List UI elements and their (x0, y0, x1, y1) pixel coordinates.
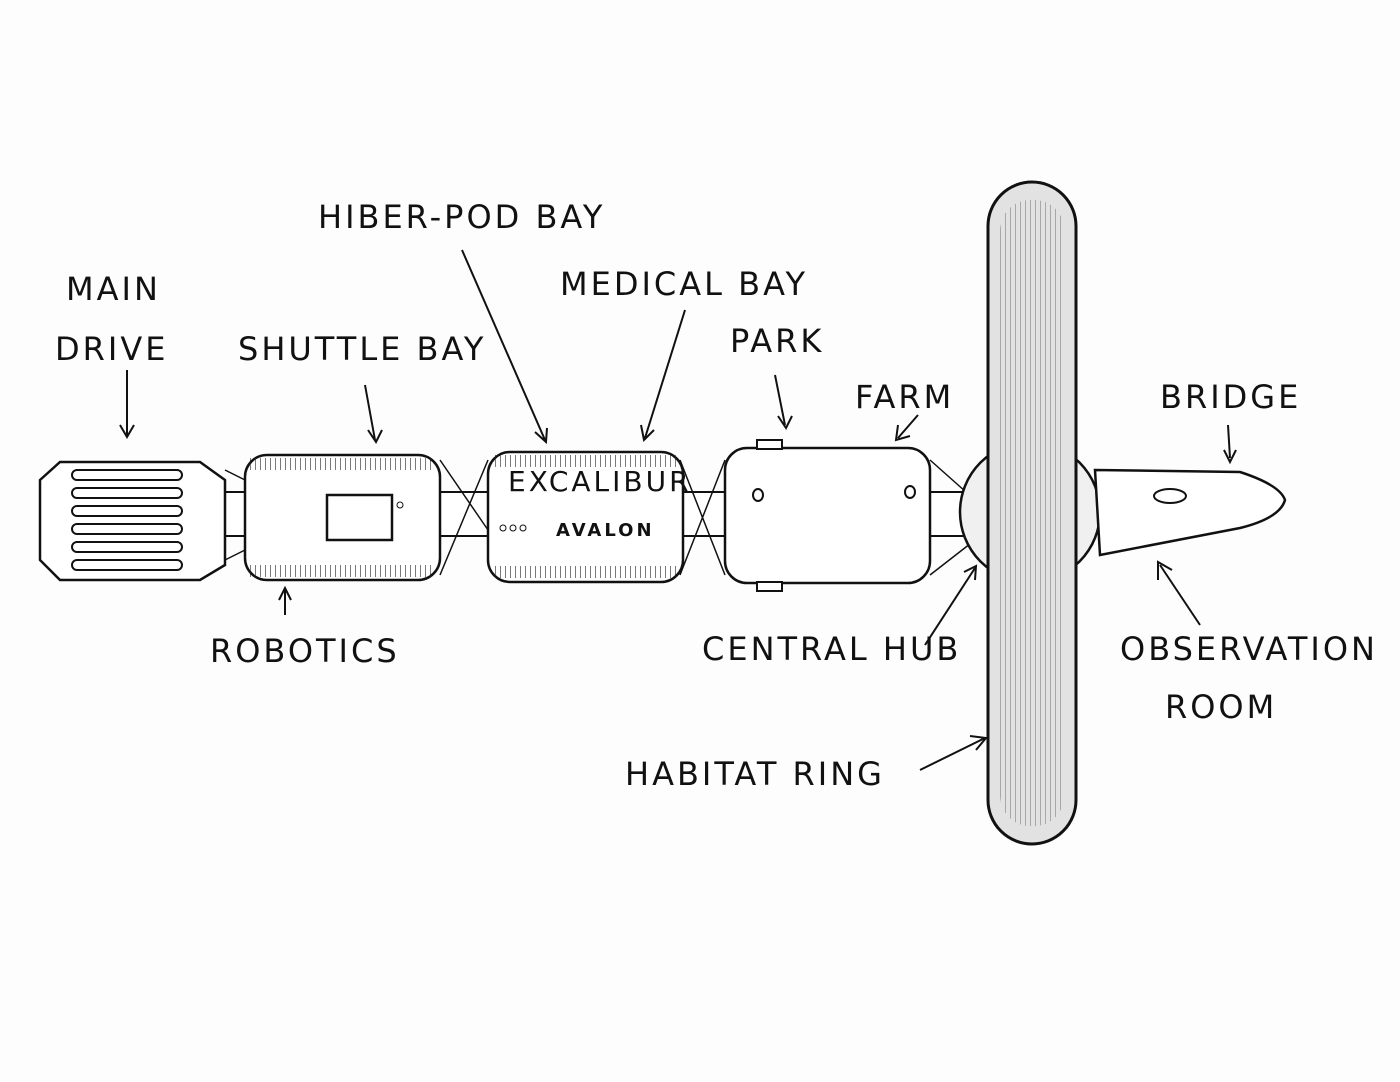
label-bridge: BRIDGE (1160, 378, 1302, 416)
label-observation-room-line1: OBSERVATION (1120, 630, 1378, 668)
label-hiber-pod-bay: HIBER-POD BAY (318, 198, 606, 236)
label-arrows (119, 249, 1237, 771)
main-drive (38, 460, 227, 582)
park-farm-module (723, 439, 932, 592)
ship-name: EXCALIBUR (508, 465, 692, 498)
label-medical-bay: MEDICAL BAY (560, 265, 809, 303)
shuttle-bay-module (243, 453, 442, 582)
bridge-module (1093, 468, 1287, 557)
label-habitat-ring: HABITAT RING (625, 755, 885, 793)
label-shuttle-bay: SHUTTLE BAY (238, 330, 487, 368)
excalibur-module (486, 450, 685, 584)
label-farm: FARM (855, 378, 955, 416)
label-main-drive-line2: DRIVE (55, 330, 169, 368)
label-park: PARK (730, 322, 825, 360)
label-robotics: ROBOTICS (210, 632, 400, 670)
ship-subtitle: AVALON (556, 520, 655, 541)
label-central-hub: CENTRAL HUB (702, 630, 962, 668)
label-main-drive-line1: MAIN (66, 270, 161, 308)
label-observation-room-line2: ROOM (1165, 688, 1278, 726)
